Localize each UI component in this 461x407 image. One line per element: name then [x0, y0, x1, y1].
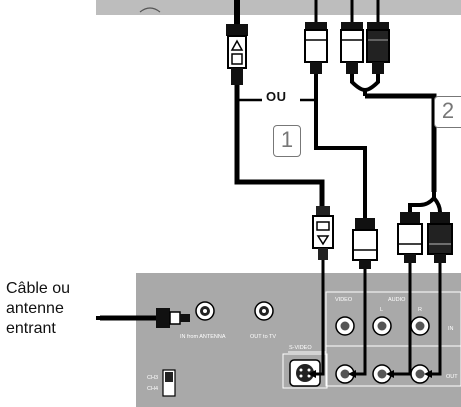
label-out: OUT — [446, 374, 458, 380]
av-out-jacks — [335, 364, 430, 384]
label-in-from-antenna: IN from ANTENNA — [180, 334, 226, 340]
svideo-jack — [289, 359, 321, 387]
panel-arrowheads — [308, 370, 432, 378]
svideo-plug — [312, 206, 334, 260]
label-right: R — [418, 307, 422, 313]
rf-cable-path — [234, 85, 325, 206]
tv-panel-top — [96, 0, 461, 15]
label-audio: AUDIO — [388, 297, 406, 303]
callout-line-1: Câble ou — [6, 280, 71, 297]
audio-cable-join-top — [350, 74, 380, 96]
callout-line-2: antenne — [6, 300, 64, 317]
label-video: VIDEO — [335, 297, 353, 303]
svideo-and-av-cables-top — [314, 0, 380, 24]
top-white-plug-audio — [340, 22, 364, 74]
video-cable-path — [314, 74, 367, 218]
cable-antenna-callout: Câble ou antenne entrant — [6, 279, 70, 339]
video-plug-bottom — [352, 218, 378, 269]
callout-line-3: entrant — [6, 320, 56, 337]
av-in-jacks — [335, 316, 430, 336]
step-2-badge: 2 — [434, 96, 461, 128]
audio-left-plug-bottom — [397, 212, 423, 263]
top-dark-plug-audio — [366, 22, 390, 74]
label-in: IN — [448, 326, 454, 332]
audio-cable-path — [365, 93, 437, 192]
top-white-plug-video — [304, 22, 328, 74]
device-back-panel — [136, 273, 461, 407]
label-left: L — [380, 307, 383, 313]
ou-label: OU — [264, 89, 289, 104]
label-out-to-tv: OUT to TV — [250, 334, 276, 340]
ch3-ch4-switch — [162, 369, 176, 397]
label-s-video: S-VIDEO — [289, 345, 312, 351]
step-1-badge: 1 — [273, 125, 301, 157]
audio-cable-split-bottom — [408, 192, 442, 213]
label-ch4: CH4 — [147, 386, 158, 392]
top-rf-plug — [226, 24, 248, 85]
label-ch3: CH3 — [147, 375, 158, 381]
out-to-tv-jack — [254, 301, 274, 321]
antenna-in-jack — [100, 301, 215, 328]
audio-right-plug-bottom — [427, 212, 453, 263]
